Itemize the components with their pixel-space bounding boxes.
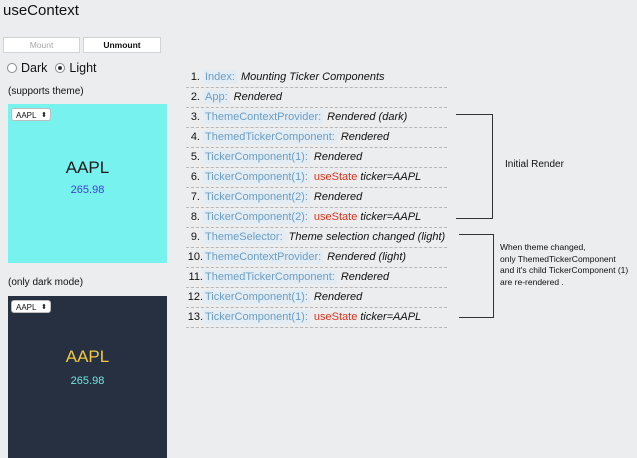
- log-component-name: TickerComponent(1):: [203, 290, 310, 304]
- log-message: ticker=AAPL: [360, 211, 422, 223]
- log-message: Rendered: [313, 191, 363, 203]
- log-message: Rendered: [313, 151, 363, 163]
- log-component-name: ThemeSelector:: [203, 230, 285, 244]
- log-row-entry: ThemeSelector:Theme selection changed (l…: [203, 228, 445, 247]
- log-row-index: 13.: [187, 311, 203, 323]
- ticker-price-light: 265.98: [70, 184, 105, 196]
- log-row-entry: TickerComponent(1):Rendered: [203, 288, 362, 307]
- log-row: 12.TickerComponent(1):Rendered: [186, 288, 447, 308]
- log-message: Rendered: [233, 91, 282, 103]
- ticker-symbol-light: AAPL: [65, 158, 110, 177]
- log-hook-name: useState: [313, 211, 358, 223]
- log-row: 5.TickerComponent(1):Rendered: [186, 148, 447, 168]
- log-message: Rendered: [340, 131, 390, 143]
- theme-change-note: When theme changed, only ThemedTickerCom…: [500, 242, 636, 288]
- ticker-select-dark-value: AAPL: [16, 303, 37, 312]
- log-row-index: 9.: [190, 231, 200, 243]
- log-component-name: TickerComponent(1):: [203, 150, 310, 164]
- log-row: 3.ThemeContextProvider:Rendered (dark): [186, 108, 447, 128]
- log-message: ticker=AAPL: [360, 171, 422, 183]
- page-title: useContext: [3, 2, 79, 19]
- log-row-index: 4.: [190, 131, 200, 143]
- theme-radio-group: Dark Light: [7, 61, 105, 75]
- log-row-entry: TickerComponent(1):Rendered: [203, 148, 362, 167]
- log-message: Rendered: [340, 271, 390, 283]
- log-row-entry: ThemedTickerComponent:Rendered: [203, 268, 389, 287]
- ticker-select-dark[interactable]: AAPL ⬍: [11, 300, 51, 313]
- theme-change-bracket: [459, 234, 494, 318]
- unmount-button[interactable]: Unmount: [83, 37, 161, 53]
- log-row-entry: Index:Mounting Ticker Components: [203, 68, 385, 87]
- theme-change-note-line: When theme changed,: [500, 242, 586, 252]
- ticker-select-light-value: AAPL: [16, 111, 37, 120]
- log-hook-name: useState: [313, 171, 358, 183]
- theme-radio-light-label[interactable]: Light: [69, 61, 97, 75]
- log-component-name: Index:: [203, 70, 237, 84]
- ticker-symbol-dark: AAPL: [65, 347, 110, 366]
- theme-change-note-line: only ThemedTickerComponent: [500, 253, 616, 264]
- ticker-select-light[interactable]: AAPL ⬍: [11, 108, 51, 121]
- light-ticker-panel: AAPL ⬍ AAPL 265.98: [8, 104, 167, 263]
- log-row-entry: ThemeContextProvider:Rendered (dark): [203, 108, 407, 127]
- log-row-entry: TickerComponent(2):Rendered: [203, 188, 362, 207]
- theme-radio-light[interactable]: [55, 63, 66, 73]
- log-row-index: 1.: [190, 71, 200, 83]
- theme-change-note-line: and it's child TickerComponent (1): [500, 265, 629, 275]
- log-row-index: 8.: [190, 211, 200, 223]
- log-message: Rendered (dark): [327, 111, 408, 123]
- log-row-index: 11.: [188, 271, 203, 283]
- log-message: ticker=AAPL: [360, 311, 422, 323]
- log-row-entry: ThemeContextProvider:Rendered (light): [203, 248, 406, 267]
- log-row: 10.ThemeContextProvider:Rendered (light): [186, 248, 447, 268]
- log-component-name: TickerComponent(2):: [203, 190, 310, 204]
- log-row: 2.App:Rendered: [186, 88, 447, 108]
- log-row-index: 12.: [187, 291, 203, 303]
- mount-button[interactable]: Mount: [3, 37, 80, 53]
- log-component-name: TickerComponent(1):: [203, 310, 310, 324]
- log-component-name: ThemedTickerComponent:: [203, 130, 337, 144]
- log-message: Rendered (light): [327, 251, 407, 263]
- log-row-index: 7.: [190, 191, 200, 203]
- log-row: 1.Index:Mounting Ticker Components: [186, 68, 447, 88]
- log-component-name: ThemeContextProvider:: [203, 110, 324, 124]
- log-row-index: 3.: [190, 111, 200, 123]
- log-component-name: ThemedTickerComponent:: [203, 270, 337, 284]
- log-row-index: 6.: [190, 171, 200, 183]
- log-component-name: TickerComponent(2):: [203, 210, 310, 224]
- theme-radio-dark[interactable]: [7, 63, 17, 73]
- initial-render-bracket: [456, 114, 493, 219]
- ticker-price-dark: 265.98: [70, 375, 105, 387]
- log-row: 11.ThemedTickerComponent:Rendered: [186, 268, 447, 288]
- log-component-name: ThemeContextProvider:: [203, 250, 324, 264]
- log-row-entry: App:Rendered: [203, 88, 282, 107]
- theme-change-note-line: are re-rendered .: [500, 276, 564, 287]
- log-row-index: 2.: [190, 91, 200, 103]
- log-component-name: TickerComponent(1):: [203, 170, 310, 184]
- theme-radio-dark-label[interactable]: Dark: [21, 61, 48, 75]
- log-row: 7.TickerComponent(2):Rendered: [186, 188, 447, 208]
- log-message: Rendered: [313, 291, 363, 303]
- log-message: Mounting Ticker Components: [240, 71, 385, 83]
- log-row-index: 10.: [187, 251, 203, 263]
- dark-ticker-panel: AAPL ⬍ AAPL 265.98: [8, 296, 167, 458]
- initial-render-note: Initial Render: [505, 159, 564, 170]
- light-panel-caption: (supports theme): [8, 86, 84, 97]
- dark-panel-caption: (only dark mode): [8, 277, 84, 288]
- log-row: 4.ThemedTickerComponent:Rendered: [186, 128, 447, 148]
- select-arrows-icon: ⬍: [41, 112, 47, 119]
- select-arrows-icon: ⬍: [41, 304, 47, 311]
- log-hook-name: useState: [313, 311, 358, 323]
- log-row-entry: ThemedTickerComponent:Rendered: [203, 128, 389, 147]
- log-component-name: App:: [203, 90, 230, 104]
- log-row: 9.ThemeSelector:Theme selection changed …: [186, 228, 447, 248]
- log-row-index: 5.: [190, 151, 200, 163]
- log-message: Theme selection changed (light): [288, 231, 446, 243]
